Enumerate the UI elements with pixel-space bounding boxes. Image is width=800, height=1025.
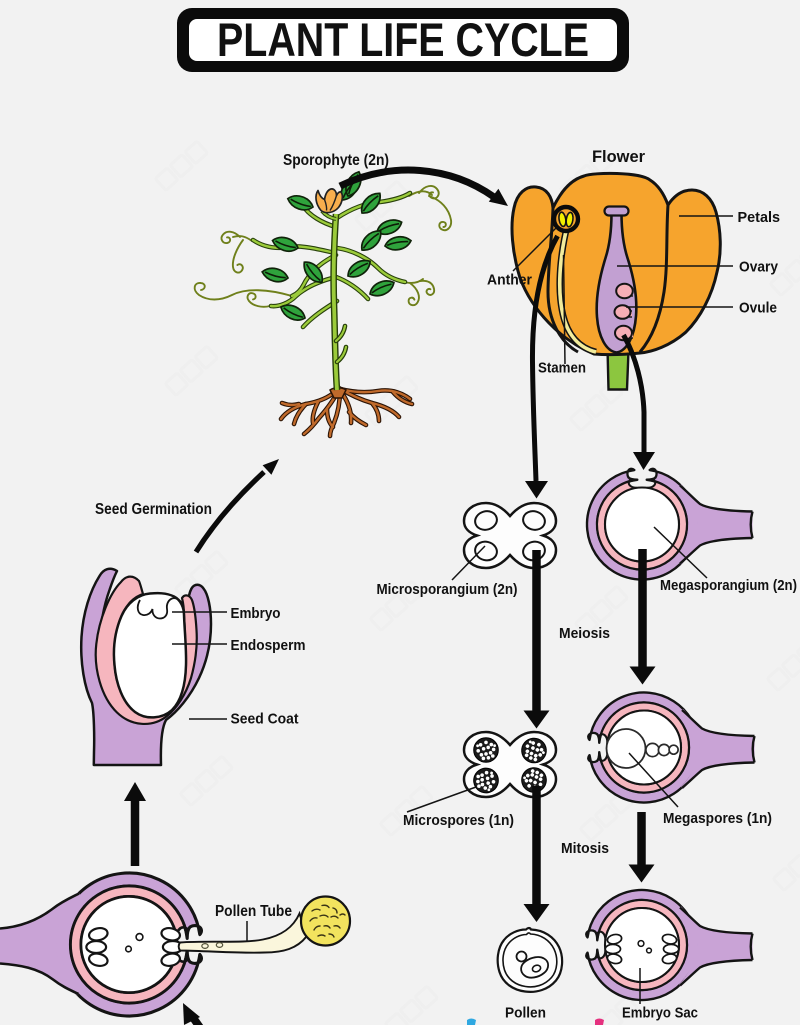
svg-text:Embryo: Embryo	[231, 605, 281, 622]
svg-text:Petals: Petals	[738, 209, 781, 226]
svg-text:Mitosis: Mitosis	[561, 840, 609, 857]
svg-text:PLANT LIFE CYCLE: PLANT LIFE CYCLE	[217, 13, 589, 66]
svg-text:Embryo Sac: Embryo Sac	[622, 1005, 698, 1022]
svg-text:Megaspores (1n): Megaspores (1n)	[663, 811, 772, 827]
svg-text:Endosperm: Endosperm	[231, 637, 306, 654]
svg-text:Pollen: Pollen	[505, 1005, 546, 1022]
svg-text:Flower: Flower	[592, 147, 645, 166]
svg-text:Anther: Anther	[487, 272, 532, 289]
svg-text:Seed Coat: Seed Coat	[231, 711, 299, 728]
svg-text:Sporophyte (2n): Sporophyte (2n)	[283, 152, 389, 169]
svg-text:Pollen Tube: Pollen Tube	[215, 903, 292, 920]
svg-text:Megasporangium (2n): Megasporangium (2n)	[660, 578, 797, 594]
svg-text:Seed Germination: Seed Germination	[95, 501, 212, 518]
svg-text:Ovary: Ovary	[739, 259, 779, 276]
svg-text:Stamen: Stamen	[538, 360, 586, 377]
svg-text:Meiosis: Meiosis	[559, 625, 610, 642]
svg-text:Ovule: Ovule	[739, 300, 777, 317]
svg-text:Microspores (1n): Microspores (1n)	[403, 813, 514, 829]
svg-text:Microsporangium (2n): Microsporangium (2n)	[377, 582, 518, 598]
